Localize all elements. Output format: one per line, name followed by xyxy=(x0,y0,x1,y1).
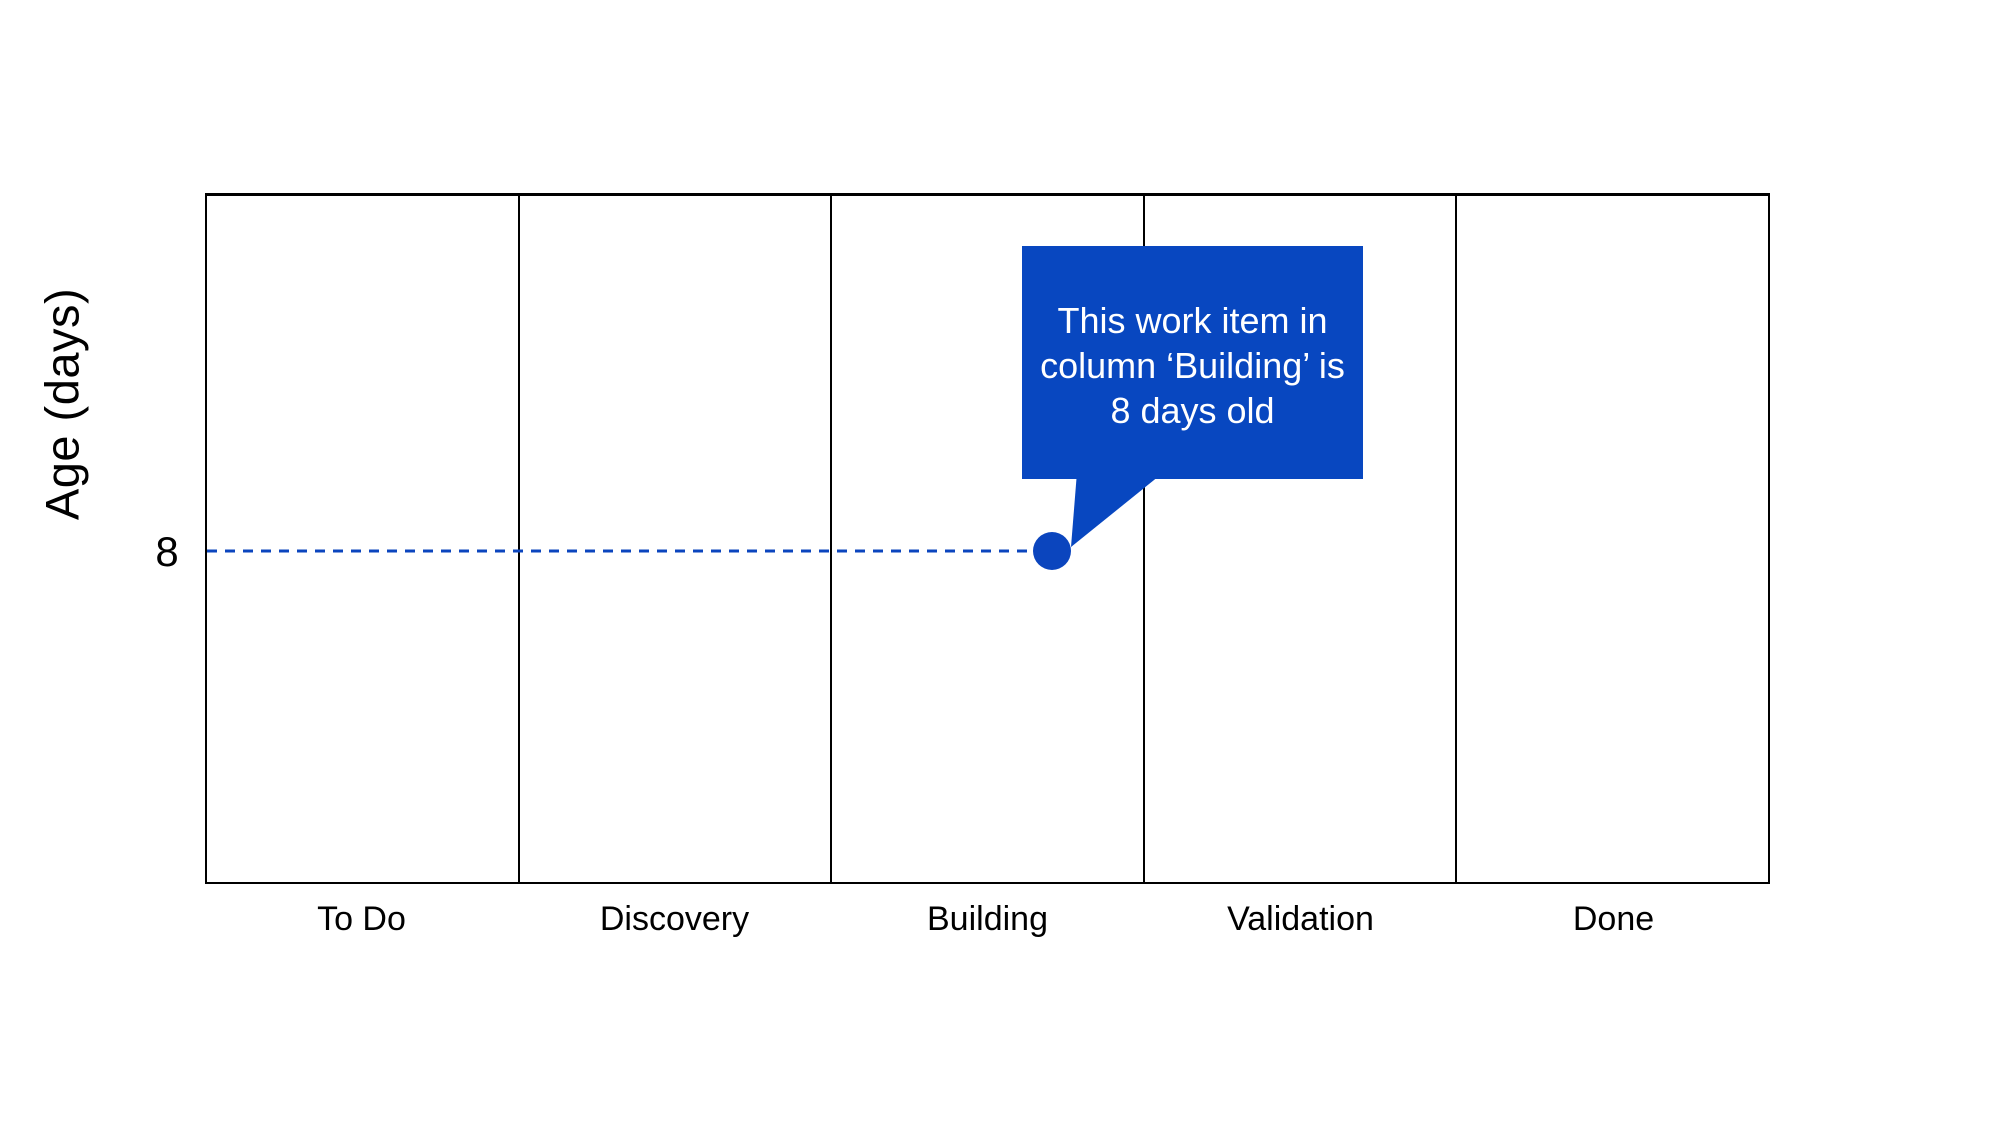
column-lane-validation xyxy=(1145,196,1458,882)
column-lane-to-do xyxy=(207,196,520,882)
callout-line: 8 days old xyxy=(1110,390,1275,431)
column-lane-discovery xyxy=(520,196,833,882)
plot-area xyxy=(205,193,1770,884)
column-label-discovery: Discovery xyxy=(599,900,750,938)
column-label-to-do: To Do xyxy=(317,900,406,938)
y-axis-tick-label: 8 xyxy=(155,528,179,575)
callout-bubble: This work item in column ‘Building’ is 8… xyxy=(1022,246,1363,479)
y-axis-title: Age (days) xyxy=(35,287,89,521)
column-labels-row: To Do Discovery Building Validation Done xyxy=(205,884,1770,939)
callout-line: This work item in xyxy=(1057,300,1328,341)
column-label-validation: Validation xyxy=(1227,900,1374,938)
column-label-building: Building xyxy=(927,900,1048,938)
column-label-done: Done xyxy=(1572,900,1655,938)
column-lane-done xyxy=(1457,196,1768,882)
callout-line: column ‘Building’ is xyxy=(1040,345,1345,386)
